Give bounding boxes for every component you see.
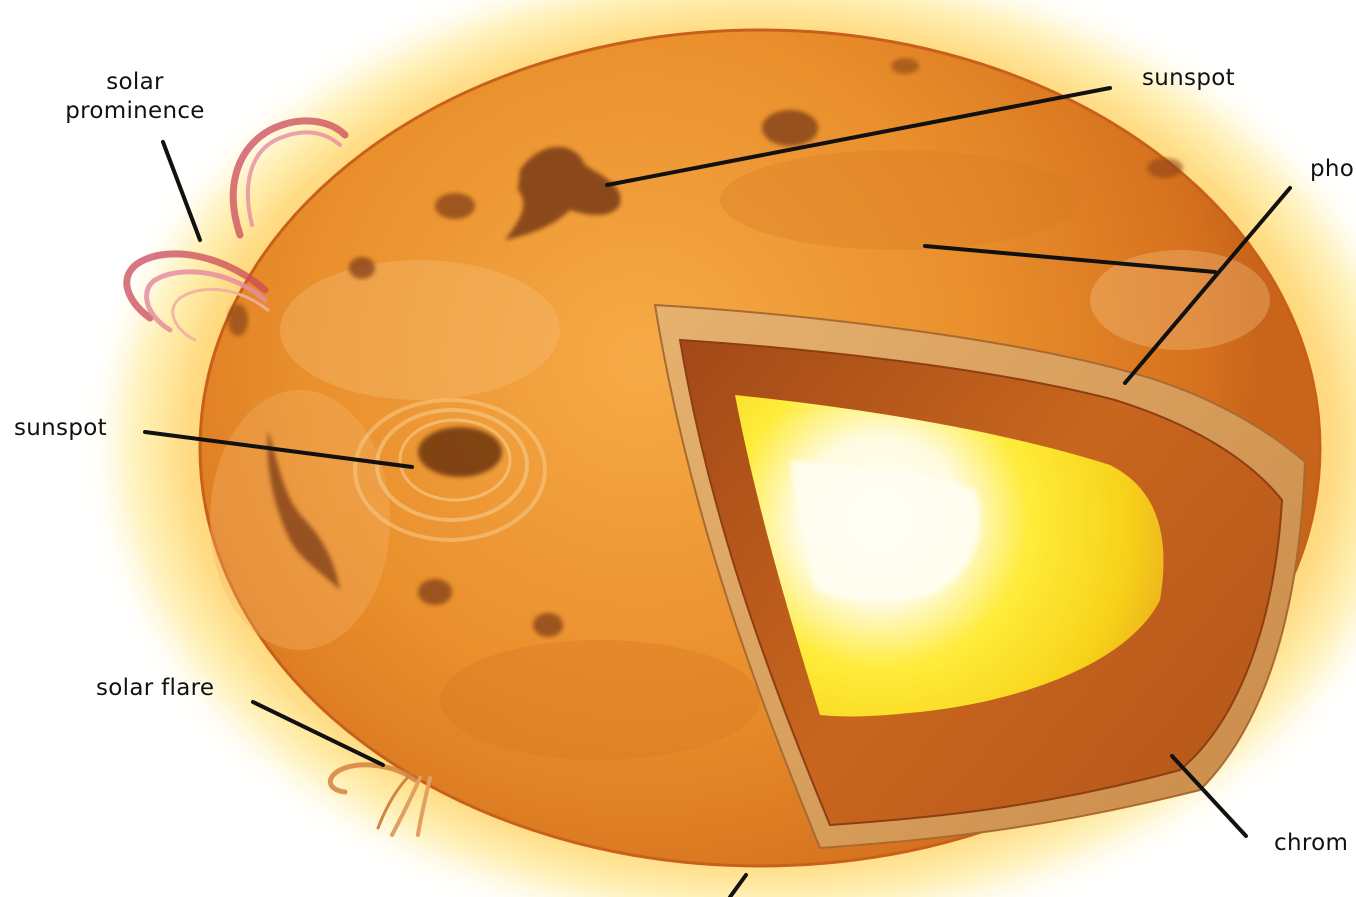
label-solar-prominence-line1: solar [40, 68, 230, 97]
sunspot-small-7 [533, 613, 563, 637]
sunspot-small-4 [891, 58, 919, 74]
label-solar-prominence: solar prominence [40, 68, 230, 126]
label-photosphere: pho [1310, 155, 1354, 184]
sunspot-small-8 [228, 304, 248, 336]
label-chromosphere: chrom [1274, 829, 1348, 858]
sunspot-small-2 [435, 193, 475, 219]
sunspot-small-5 [1147, 158, 1183, 178]
label-solar-prominence-line2: prominence [40, 97, 230, 126]
sunspot-small-3 [349, 257, 375, 279]
label-solar-flare: solar flare [96, 674, 214, 703]
label-sunspot-top: sunspot [1142, 64, 1235, 93]
sunspot-small-1 [762, 110, 818, 146]
label-sunspot-left: sunspot [14, 414, 107, 443]
sunspot-small-6 [418, 579, 452, 605]
